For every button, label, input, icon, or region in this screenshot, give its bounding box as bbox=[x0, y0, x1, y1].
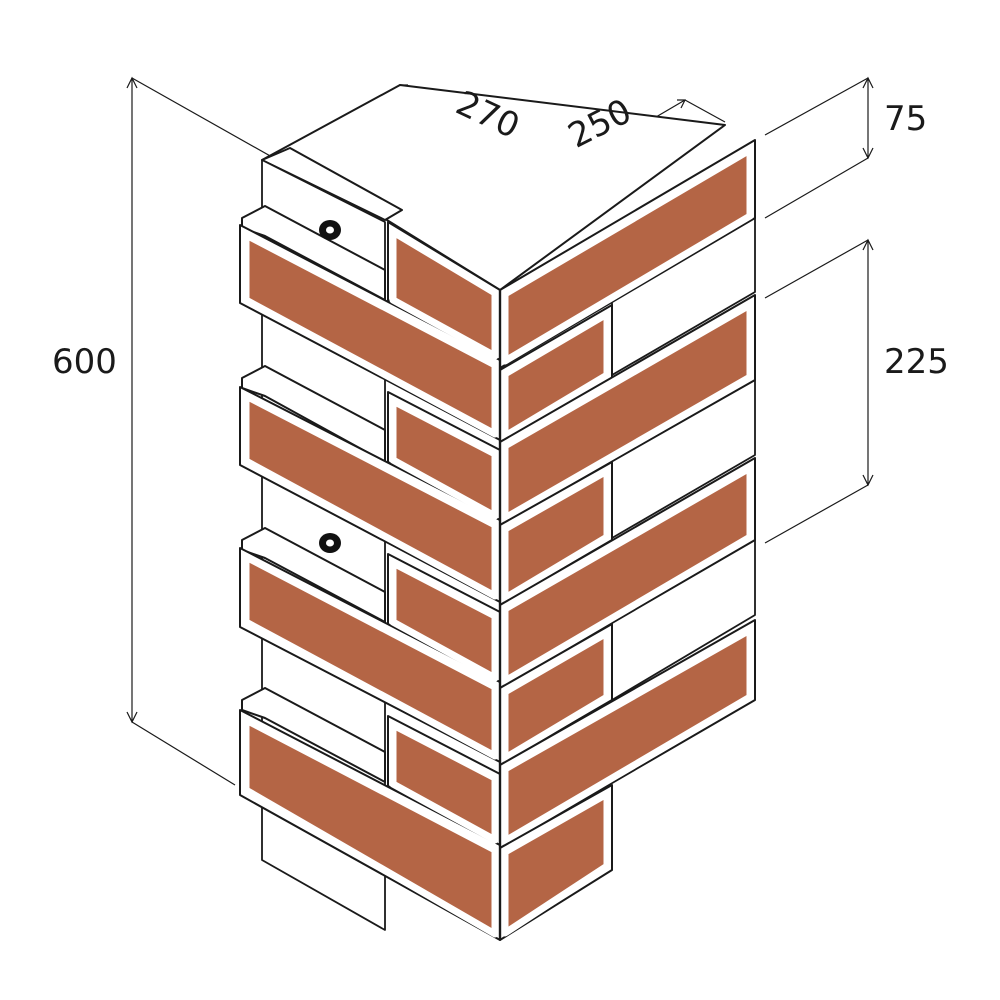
mounting-hole-icon bbox=[319, 220, 341, 240]
brick bbox=[501, 301, 754, 522]
dimension-height-total: 600 bbox=[52, 342, 117, 382]
brick bbox=[389, 721, 499, 844]
brick bbox=[501, 464, 754, 685]
brick bbox=[501, 467, 611, 602]
dimension-brick-height: 75 bbox=[884, 99, 927, 139]
brick bbox=[501, 310, 611, 440]
brick bbox=[389, 397, 499, 520]
mounting-hole-icon bbox=[319, 533, 341, 553]
brick bbox=[501, 626, 754, 845]
brick bbox=[501, 146, 754, 365]
brick bbox=[242, 553, 499, 760]
left-face-bricks bbox=[239, 205, 501, 941]
brick bbox=[389, 228, 499, 360]
dimension-course-spacing: 225 bbox=[884, 342, 949, 382]
brick bbox=[501, 790, 611, 937]
brick bbox=[242, 716, 499, 938]
brick bbox=[501, 629, 611, 762]
right-face-bricks bbox=[499, 139, 756, 941]
brick bbox=[242, 392, 499, 600]
brick bbox=[242, 231, 499, 438]
brick bbox=[389, 559, 499, 682]
